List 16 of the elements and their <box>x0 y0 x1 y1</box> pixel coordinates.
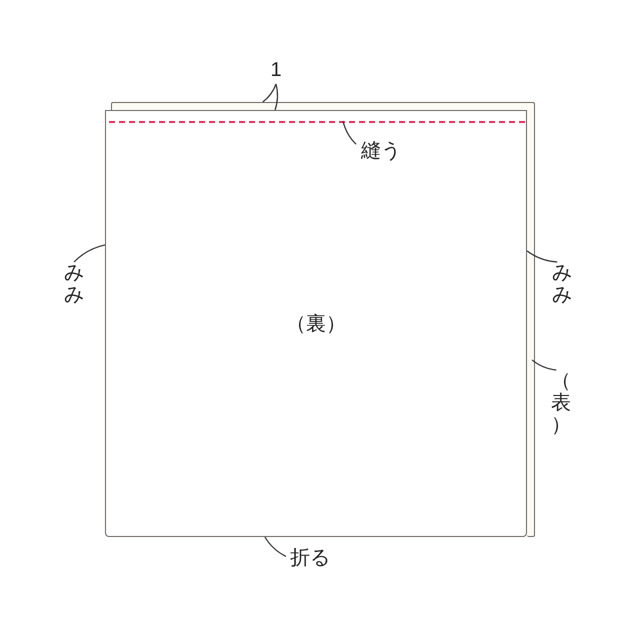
leader-line <box>532 359 556 371</box>
leader-line <box>274 84 278 110</box>
callout-label: 折る <box>286 548 334 576</box>
leader-line <box>526 250 558 263</box>
leader-line <box>262 84 277 102</box>
fabric-side-label: （裏） <box>286 312 346 336</box>
callout-label: みみ <box>62 262 86 314</box>
callout-label: 縫う <box>357 141 405 169</box>
leader-line <box>342 120 356 145</box>
leader-line <box>74 244 106 262</box>
leader-line <box>264 536 286 557</box>
fabric-front-layer <box>105 110 527 537</box>
callout-label: 1 <box>266 60 286 84</box>
callout-label: （表） <box>549 370 573 446</box>
stitch-line <box>109 120 525 124</box>
callout-label: みみ <box>550 262 574 314</box>
